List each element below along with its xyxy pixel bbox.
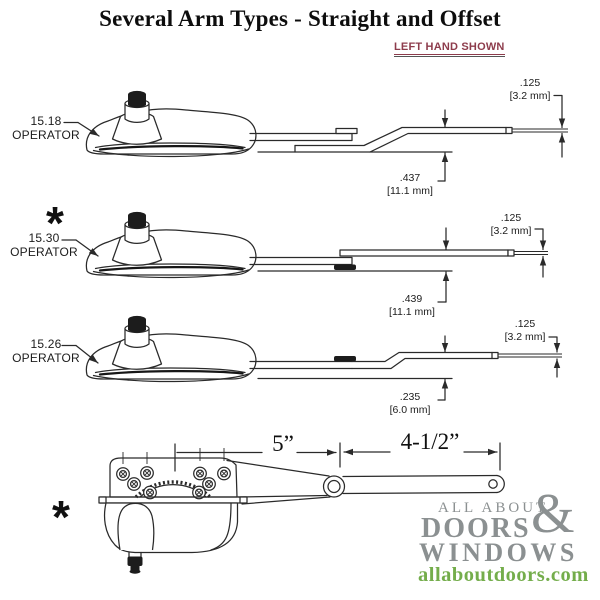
dimension-lines: [174, 442, 501, 472]
straight-arm: [249, 249, 548, 272]
label-leader-line: [61, 239, 99, 257]
operator-model: 15.30: [28, 231, 60, 245]
operator-15-18-drawing: [63, 89, 568, 182]
operator-label-15-18: 15.18 OPERATOR: [6, 114, 86, 142]
dim-thickness-15-26: .125 [3.2 mm]: [490, 318, 560, 343]
label-leader-line: [61, 344, 99, 364]
operator-model: 15.18: [30, 114, 62, 128]
operator-body: [85, 314, 258, 383]
arm-segment-2: [322, 474, 505, 498]
operator-word: OPERATOR: [10, 245, 78, 260]
housing: [98, 496, 248, 574]
handedness-note-text: LEFT HAND SHOWN: [394, 41, 505, 57]
dim-inches: .125: [500, 212, 522, 224]
operator-body: [85, 89, 258, 158]
dim-offset-15-26: .235 [6.0 mm]: [375, 391, 445, 416]
logo-line-windows: WINDOWS: [419, 538, 578, 567]
dim-metric: [6.0 mm]: [389, 403, 431, 416]
dim-inches: .439: [401, 293, 423, 305]
page-title: Several Arm Types - Straight and Offset: [99, 6, 501, 31]
operator-15-26-drawing: [61, 314, 562, 401]
dim-offset-15-18: .437 [11.1 mm]: [375, 172, 445, 197]
operator-label-15-30: 15.30 OPERATOR: [4, 231, 84, 259]
arm-segment-1: [226, 459, 331, 505]
logo-website: allaboutdoors.com: [418, 564, 589, 586]
dim-link-length: 4-1/2”: [400, 429, 460, 454]
dimension-lines: [437, 227, 547, 303]
operator-mechanism-drawing: [98, 442, 505, 574]
dim-metric: [11.1 mm]: [387, 184, 433, 197]
dim-metric: [3.2 mm]: [504, 330, 546, 343]
asterisk-marker-bottom: *: [52, 491, 70, 543]
dim-metric: [3.2 mm]: [509, 89, 551, 102]
operator-label-15-26: 15.26 OPERATOR: [6, 337, 86, 365]
offset-arm: [249, 351, 562, 380]
handedness-note: LEFT HAND SHOWN: [394, 41, 505, 57]
operator-model: 15.26: [30, 337, 62, 351]
dim-inches: .125: [514, 318, 536, 330]
dim-inches: .125: [519, 77, 541, 89]
asterisk-marker-15-30: *: [46, 197, 64, 249]
operator-word: OPERATOR: [12, 351, 80, 366]
logo-line-doors: DOORS: [421, 513, 531, 544]
dim-arm-length: 5”: [272, 431, 294, 456]
operator-15-30-drawing: [61, 210, 548, 303]
operator-word: OPERATOR: [12, 128, 80, 143]
dim-inches: .437: [399, 172, 421, 184]
dim-thickness-15-18: .125 [3.2 mm]: [495, 77, 565, 102]
rivets: [116, 448, 231, 500]
dim-thickness-15-30: .125 [3.2 mm]: [476, 212, 546, 237]
offset-arm: [249, 126, 568, 153]
logo-ampersand: &: [531, 483, 575, 545]
label-leader-line: [63, 121, 100, 137]
dim-offset-15-30: .439 [11.1 mm]: [377, 293, 447, 318]
dim-metric: [11.1 mm]: [389, 305, 435, 318]
dimension-lines: [437, 335, 561, 401]
dimension-lines: [437, 94, 566, 182]
dim-metric: [3.2 mm]: [490, 224, 532, 237]
gear-plate: [109, 457, 238, 498]
logo-line-all-about: ALL ABOUT: [438, 500, 549, 516]
dim-inches: .235: [399, 391, 421, 403]
operator-body: [85, 210, 258, 279]
